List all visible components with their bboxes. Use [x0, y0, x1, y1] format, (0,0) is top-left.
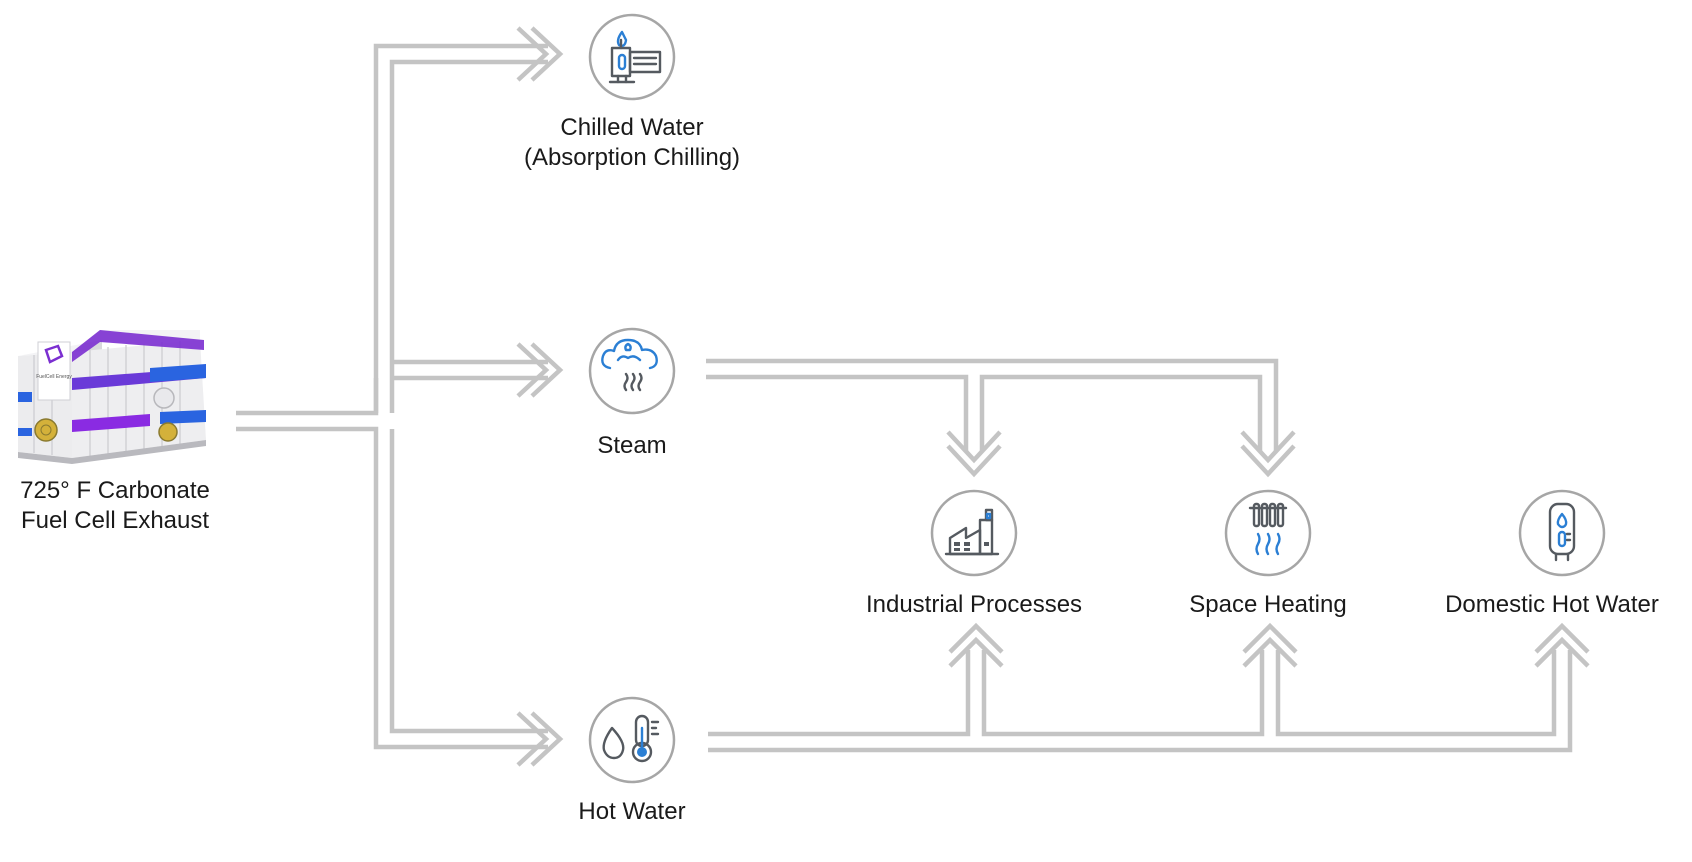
arrowhead-heating-down — [1240, 430, 1296, 478]
water-thermometer-icon — [602, 714, 660, 763]
pipe-hot-water-mid — [981, 650, 1265, 737]
industrial-processes-node — [930, 489, 1018, 577]
pipe-source-to-steam-upper — [389, 59, 548, 413]
factory-icon — [944, 508, 1000, 556]
arrowhead-industrial-up — [948, 622, 1004, 668]
pipe-hot-water-outer — [708, 650, 1573, 753]
source-label-line2: Fuel Cell Exhaust — [20, 507, 210, 534]
hot-water-label: Hot Water — [578, 798, 686, 825]
plant-logo-text: FuelCell Energy — [36, 374, 72, 380]
hot-water-node — [588, 696, 676, 784]
radiator-icon — [1248, 502, 1288, 556]
steam-cloud-icon — [601, 338, 658, 392]
pipe-hot-water-dhw — [1275, 650, 1557, 737]
pipe-source-to-hot-water-inner — [389, 429, 548, 734]
fuel-cell-plant-image: FuelCell Energy — [18, 330, 206, 464]
space-heating-label: Space Heating — [1189, 591, 1347, 618]
pipe-hot-water-inner — [708, 650, 971, 737]
arrowhead-industrial-down — [946, 430, 1002, 478]
pipe-steam-to-heating-inner — [979, 374, 1263, 452]
arrowhead-chilled — [516, 26, 564, 82]
arrowhead-dhw-up — [1534, 622, 1590, 668]
source-label: 725° F Carbonate Fuel Cell Exhaust — [0, 476, 230, 536]
absorption-chiller-icon — [608, 30, 662, 84]
chilled-water-label: Chilled Water (Absorption Chilling) — [482, 113, 782, 173]
flow-pipes — [236, 26, 1590, 767]
steam-node — [588, 327, 676, 415]
pipe-steam-to-industrial — [706, 374, 969, 452]
pipe-source-to-hot-water — [236, 426, 548, 750]
domestic-hot-water-label: Domestic Hot Water — [1445, 591, 1659, 618]
domestic-hot-water-node — [1518, 489, 1606, 577]
industrial-processes-label: Industrial Processes — [865, 591, 1083, 618]
space-heating-node — [1224, 489, 1312, 577]
source-label-line1: 725° F Carbonate — [20, 477, 210, 504]
pipe-steam-to-heating — [706, 358, 1279, 452]
pipe-source-to-chilled — [236, 43, 548, 416]
chilled-water-node — [588, 13, 676, 101]
chilled-water-label-line1: Chilled Water — [560, 114, 704, 141]
arrowhead-hot-water — [516, 711, 564, 767]
steam-label: Steam — [597, 432, 667, 459]
water-heater-icon — [1548, 502, 1576, 562]
arrowhead-heating-up — [1242, 622, 1298, 668]
chilled-water-label-line2: (Absorption Chilling) — [523, 144, 741, 171]
arrowhead-steam — [516, 342, 564, 398]
